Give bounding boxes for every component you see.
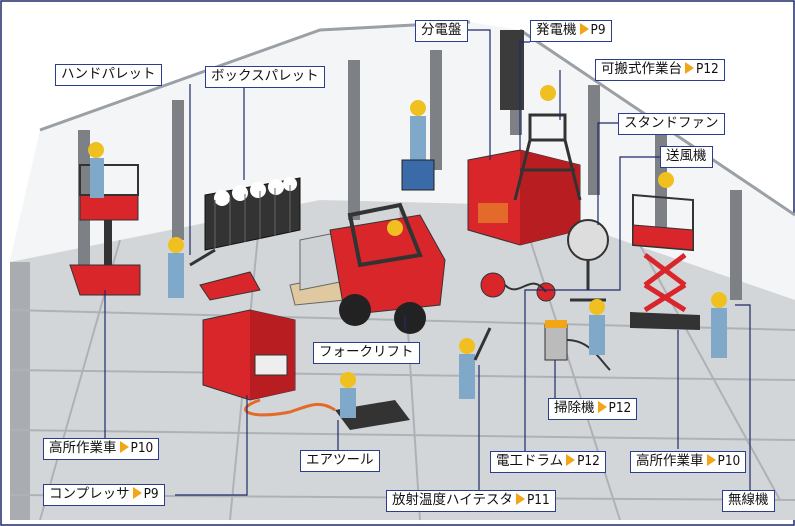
aerial-work-platform-left-drawing bbox=[69, 142, 141, 296]
label-portable-workbench: 可搬式作業台 P12 bbox=[595, 59, 725, 81]
air-tool-drawing bbox=[335, 372, 410, 430]
label-compressor-page: P9 bbox=[143, 486, 159, 502]
label-aerial-work-platform-right-text: 高所作業車 bbox=[636, 453, 704, 469]
label-box-pallet-text: ボックスパレット bbox=[211, 68, 319, 84]
label-hand-pallet-text: ハンドパレット bbox=[61, 66, 156, 82]
page-marker-icon bbox=[566, 454, 576, 466]
label-aerial-work-platform-right: 高所作業車 P10 bbox=[630, 451, 747, 473]
label-generator: 発電機 P9 bbox=[530, 20, 612, 42]
page-marker-icon bbox=[597, 401, 607, 413]
page-marker-icon bbox=[579, 23, 589, 35]
leader-lines bbox=[104, 29, 751, 496]
label-box-pallet: ボックスパレット bbox=[205, 66, 325, 88]
label-vacuum-cleaner-text: 掃除機 bbox=[554, 400, 595, 416]
label-vacuum-cleaner-page: P12 bbox=[608, 400, 632, 416]
label-generator-page: P9 bbox=[590, 22, 606, 38]
label-aerial-work-platform-left-text: 高所作業車 bbox=[49, 440, 117, 456]
label-stand-fan: スタンドファン bbox=[618, 113, 725, 135]
label-radiation-thermometer-page: P11 bbox=[526, 492, 550, 508]
label-forklift-text: フォークリフト bbox=[319, 344, 414, 360]
label-air-tool: エアツール bbox=[300, 450, 380, 472]
label-blower-text: 送風機 bbox=[666, 148, 707, 164]
label-electric-drum-page: P12 bbox=[577, 453, 600, 469]
page-marker-icon bbox=[706, 454, 716, 466]
portable-workbench-drawing bbox=[513, 113, 582, 201]
label-generator-text: 発電機 bbox=[536, 22, 577, 38]
page-marker-icon bbox=[132, 487, 142, 499]
label-distribution-board-text: 分電盤 bbox=[421, 22, 462, 38]
radio-worker-drawing bbox=[711, 292, 727, 358]
label-radiation-thermometer-text: 放射温度ハイテスタ bbox=[392, 492, 513, 508]
electric-drum-drawing bbox=[480, 272, 556, 302]
label-aerial-work-platform-left: 高所作業車 P10 bbox=[43, 438, 160, 460]
label-electric-drum-text: 電工ドラム bbox=[496, 453, 564, 469]
page-marker-icon bbox=[685, 62, 694, 74]
vacuum-cleaner-drawing bbox=[544, 299, 611, 371]
generator-drawing bbox=[467, 30, 581, 246]
compressor-drawing bbox=[202, 309, 336, 417]
label-forklift: フォークリフト bbox=[313, 342, 420, 364]
label-compressor: コンプレッサ P9 bbox=[43, 484, 165, 506]
label-distribution-board: 分電盤 bbox=[415, 20, 468, 42]
label-radio: 無線機 bbox=[722, 490, 775, 512]
label-portable-workbench-text: 可搬式作業台 bbox=[601, 61, 682, 77]
label-compressor-text: コンプレッサ bbox=[49, 486, 130, 502]
label-aerial-work-platform-left-page: P10 bbox=[130, 440, 154, 456]
scissor-lift-drawing bbox=[630, 172, 700, 330]
label-hand-pallet: ハンドパレット bbox=[55, 64, 162, 86]
worker-on-stand-drawing bbox=[401, 100, 435, 191]
label-radiation-thermometer: 放射温度ハイテスタ P11 bbox=[386, 490, 556, 512]
label-air-tool-text: エアツール bbox=[306, 452, 374, 468]
page-marker-icon bbox=[119, 441, 129, 453]
worker-portable-workbench bbox=[540, 85, 556, 101]
thermometer-worker-drawing bbox=[459, 327, 492, 399]
forklift-drawing bbox=[289, 202, 446, 334]
hand-pallet-drawing bbox=[168, 237, 261, 301]
label-electric-drum: 電工ドラム P12 bbox=[490, 451, 606, 473]
page-marker-icon bbox=[515, 493, 525, 505]
label-blower: 送風機 bbox=[660, 146, 713, 168]
label-radio-text: 無線機 bbox=[728, 492, 769, 508]
stand-fan-drawing bbox=[567, 219, 609, 302]
label-aerial-work-platform-right-page: P10 bbox=[717, 453, 741, 469]
label-portable-workbench-page: P12 bbox=[696, 61, 719, 77]
box-pallet-drawing bbox=[204, 177, 301, 251]
label-vacuum-cleaner: 掃除機 P12 bbox=[548, 398, 638, 420]
label-stand-fan-text: スタンドファン bbox=[624, 115, 719, 131]
